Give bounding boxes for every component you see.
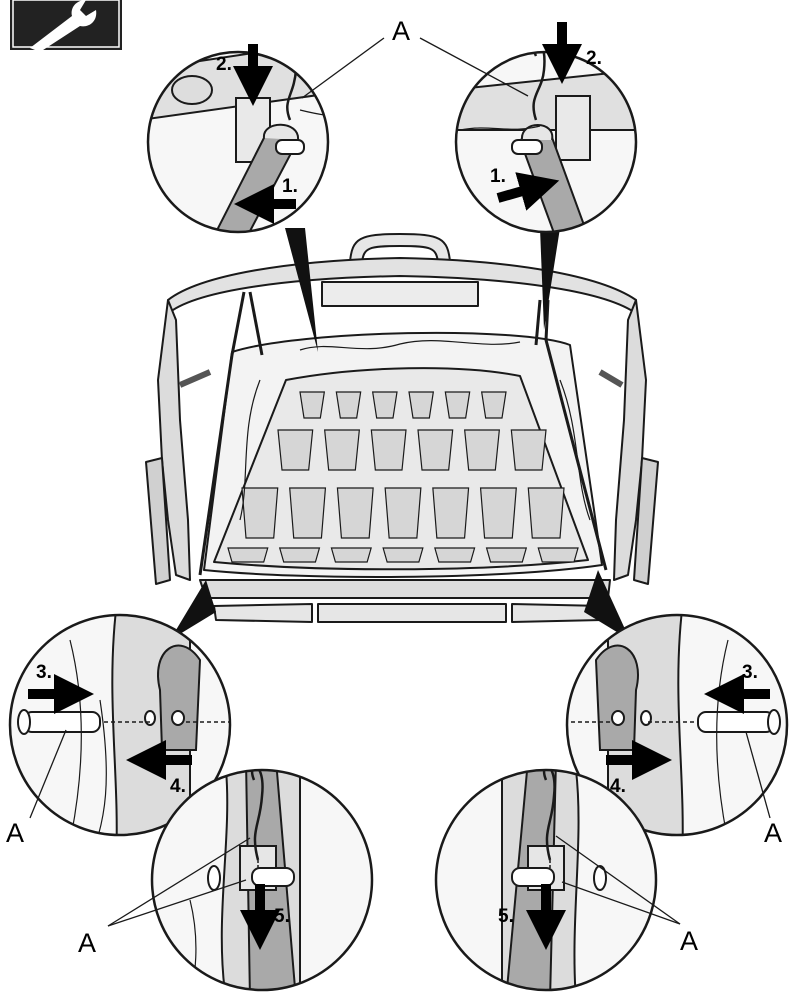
floor-cell (324, 429, 360, 471)
wrench-icon (10, 0, 122, 52)
floor-cell (485, 547, 528, 563)
floor-cell (241, 487, 279, 539)
floor-cell (278, 547, 321, 563)
floor-cell (537, 547, 579, 563)
floor-cell (384, 487, 422, 539)
step-4-label-middle-left: 4. (170, 776, 186, 797)
step-1-label-top-left: 1. (282, 176, 298, 197)
detail-circle-top-right: 2. 1. (454, 22, 638, 234)
detail-circle-top-left: 2. 1. (146, 44, 330, 234)
callout-connectors (170, 228, 630, 640)
floor-cell (289, 487, 327, 539)
floor-cell (335, 391, 362, 419)
step-3-label-middle-right: 3. (742, 662, 758, 683)
step-5-label-bottom-right: 5. (498, 906, 514, 927)
part-a-label-left: A (6, 818, 24, 848)
floor-cell (479, 487, 517, 539)
step-2-label-top-left: 2. (216, 54, 232, 75)
floor-cell (299, 391, 326, 419)
floor-cell (330, 547, 372, 563)
step-4-label-middle-right: 4. (610, 776, 626, 797)
floor-cell (527, 487, 565, 539)
grass-basket-illustration (145, 233, 659, 623)
detail-circle-bottom-right: 5. (434, 768, 658, 992)
basket-floor-pattern (227, 391, 579, 563)
floor-cell (510, 429, 547, 471)
step-1-label-top-right: 1. (490, 166, 506, 187)
step-5-label-bottom-left: 5. (274, 906, 290, 927)
detail-circle-middle-right: 3. 4. (565, 613, 789, 837)
floor-cell (464, 429, 500, 471)
floor-cell (432, 487, 470, 539)
floor-cell (480, 391, 507, 419)
floor-cell (382, 547, 424, 563)
floor-cell (370, 429, 407, 471)
floor-cell (417, 429, 454, 471)
detail-circle-bottom-left: 5. (150, 768, 374, 992)
detail-circle-middle-left: 3. 4. (8, 613, 232, 837)
floor-cell (444, 391, 471, 419)
step-2-label-top-right: 2. (586, 48, 602, 69)
basket-bag-creases (239, 339, 591, 521)
part-a-label-right: A (764, 818, 782, 848)
part-a-labels: A A A A A (6, 16, 782, 958)
floor-cell (277, 429, 314, 471)
part-a-label-bottom-left: A (78, 928, 96, 958)
step-3-label-middle-left: 3. (36, 662, 52, 683)
floor-cell (408, 391, 435, 419)
part-a-label-top: A (392, 16, 410, 46)
floor-cell (434, 547, 476, 563)
floor-cell (227, 547, 269, 563)
part-a-leaders (29, 37, 771, 927)
floor-cell (371, 391, 398, 419)
floor-cell (336, 487, 374, 539)
part-a-label-bottom-right: A (680, 926, 698, 956)
